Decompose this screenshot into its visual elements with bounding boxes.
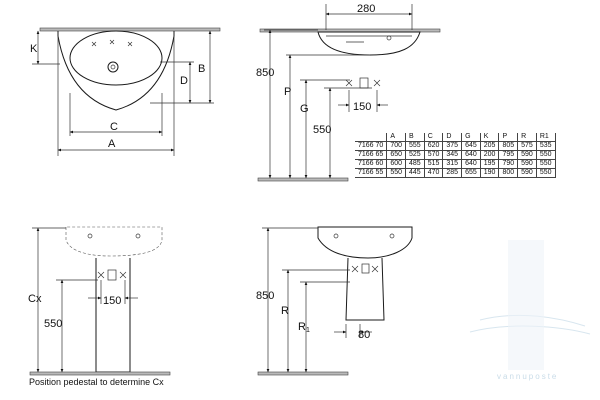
table-cell: 345: [442, 150, 463, 160]
table-cell: 550: [535, 150, 556, 160]
label-r: R: [281, 305, 289, 317]
table-cell: 285: [442, 168, 463, 178]
table-header-row: A B C D G K P R R1: [355, 133, 556, 142]
pedestal-side: [345, 257, 385, 321]
basin-side-elevation: 280 850 P G 550 150: [256, 3, 441, 182]
label-k: K: [30, 43, 38, 55]
label-80: 80: [358, 329, 370, 341]
label-c: C: [110, 121, 118, 133]
label-280: 280: [357, 3, 375, 15]
basin-front-outline: [65, 226, 163, 257]
table-cell: 7166 70: [355, 141, 388, 151]
label-550-top: 550: [313, 124, 331, 136]
table-cell: 485: [405, 159, 425, 169]
label-850-bottom: 850: [256, 290, 274, 302]
table-cell: 590: [517, 150, 537, 160]
label-550-bottom: 550: [44, 318, 62, 330]
table-cell: 525: [405, 150, 425, 160]
table-header-cell: B: [405, 133, 425, 142]
floor-top-right: [257, 177, 349, 182]
table-cell: 535: [535, 141, 556, 151]
label-g: G: [300, 103, 309, 115]
table-header-cell: D: [442, 133, 463, 142]
table-header-cell: R: [517, 133, 537, 142]
table-cell: 375: [442, 141, 463, 151]
table-cell: 7166 55: [355, 168, 388, 178]
label-850-top: 850: [256, 67, 274, 79]
table-cell: 800: [498, 168, 519, 178]
watermark-logo: [469, 240, 591, 370]
pedestal-side-elevation: 850 R R1 80: [256, 226, 413, 376]
table-cell: 470: [423, 168, 444, 178]
table-cell: 600: [386, 159, 406, 169]
table-cell: 640: [461, 150, 481, 160]
label-150-bottom: 150: [103, 295, 121, 307]
table-cell: 205: [479, 141, 500, 151]
label-p: P: [284, 86, 291, 98]
table-cell: 550: [535, 159, 556, 169]
table-header-cell: P: [498, 133, 519, 142]
label-a: A: [108, 138, 116, 150]
table-cell: 645: [461, 141, 481, 151]
table-header-blank: [355, 133, 388, 142]
table-row: 7166 70 700 555 620 375 645 205 805 575 …: [355, 141, 556, 151]
label-r1: R1: [298, 321, 310, 334]
table-header-cell: A: [386, 133, 406, 142]
table-cell: 700: [386, 141, 406, 151]
table-cell: 570: [423, 150, 444, 160]
table-cell: 590: [517, 159, 537, 169]
supply-fittings-front-icon: [97, 269, 127, 281]
basin-profile: [317, 31, 421, 56]
table-cell: 445: [405, 168, 425, 178]
basin-side-outline: [317, 226, 413, 259]
table-cell: 575: [517, 141, 537, 151]
table-cell: 190: [479, 168, 500, 178]
label-cx: Cx: [28, 293, 42, 305]
table-header-cell: R1: [535, 133, 556, 142]
table-cell: 7166 65: [355, 150, 388, 160]
table-header-cell: K: [479, 133, 500, 142]
table-row: 7166 65 650 525 570 345 640 200 795 590 …: [355, 150, 556, 160]
table-cell: 620: [423, 141, 444, 151]
table-cell: 550: [535, 168, 556, 178]
table-cell: 795: [498, 150, 519, 160]
table-cell: 195: [479, 159, 500, 169]
table-cell: 550: [386, 168, 406, 178]
table-row: 7166 60 600 485 515 315 640 195 790 590 …: [355, 159, 556, 169]
table-cell: 200: [479, 150, 500, 160]
table-header-cell: C: [423, 133, 444, 142]
basin-outline: [57, 31, 175, 111]
supply-fittings-icon: [345, 77, 381, 89]
floor-bottom-left: [29, 371, 171, 376]
table-cell: 805: [498, 141, 519, 151]
pedestal-front-elevation: Cx 550 150: [28, 226, 171, 376]
floor-bottom-right: [257, 371, 349, 376]
label-150-top: 150: [353, 101, 371, 113]
basin-bowl: [69, 30, 163, 86]
label-b: B: [198, 63, 205, 75]
table-cell: 640: [461, 159, 481, 169]
table-header-cell: G: [461, 133, 481, 142]
watermark-text: vannuposte: [497, 372, 559, 381]
table-row: 7166 55 550 445 470 285 655 190 800 590 …: [355, 168, 556, 178]
basin-plan-view: K B D C A: [30, 27, 221, 156]
footnote: Position pedestal to determine Cx: [29, 377, 164, 387]
table-cell: 590: [517, 168, 537, 178]
table-cell: 315: [442, 159, 463, 169]
table-cell: 790: [498, 159, 519, 169]
table-cell: 515: [423, 159, 444, 169]
table-cell: 555: [405, 141, 425, 151]
table-cell: 650: [386, 150, 406, 160]
supply-fittings-side-icon: [351, 263, 379, 274]
drain-icon: [107, 61, 119, 73]
tap-holes-icon: [91, 39, 133, 47]
wall-top-left: [39, 27, 221, 32]
table-cell: 655: [461, 168, 481, 178]
table-cell: 7166 60: [355, 159, 388, 169]
dimension-table: A B C D G K P R R1 7166 70 700 555 620 3…: [355, 133, 556, 178]
label-d: D: [180, 75, 188, 87]
